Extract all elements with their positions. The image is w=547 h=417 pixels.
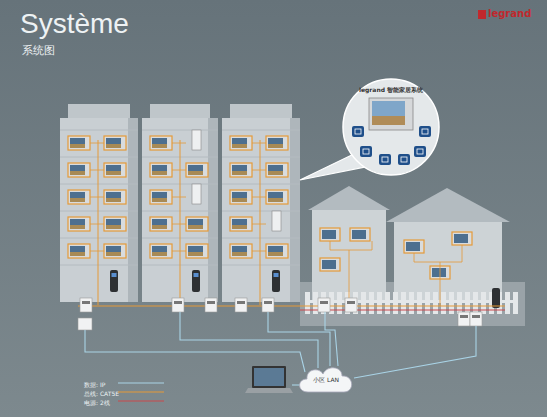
logo-mark <box>478 10 486 19</box>
legend-text: 电源: 2线 <box>84 399 118 408</box>
door-station <box>492 288 500 308</box>
node-text: 小区 LAN <box>296 376 356 385</box>
legend-row: 电源: 2线 <box>84 390 164 409</box>
node-text: legrand 智能家居系统 <box>342 86 440 95</box>
diagram-title: Système <box>20 8 129 40</box>
distribution-device <box>318 298 330 312</box>
line-sample <box>118 380 164 386</box>
apartment-building <box>222 104 300 305</box>
distribution-device <box>345 298 357 312</box>
power-supply <box>78 318 92 330</box>
wiring <box>78 250 505 310</box>
distribution-device <box>470 312 482 326</box>
legend-text: 数据: IP <box>84 381 118 390</box>
callout-bubble: legrand 智能家居系统 <box>342 78 440 176</box>
distribution-device <box>262 298 274 312</box>
subtitle-label: 系统图 <box>22 43 55 58</box>
distribution-device <box>458 312 470 326</box>
apartment-building <box>60 104 138 305</box>
line-sample <box>118 389 164 395</box>
network-lines <box>85 312 476 385</box>
line-sample <box>118 398 164 404</box>
legend-row: 总线: CAT5E <box>84 381 164 400</box>
distribution-device <box>205 298 217 312</box>
distribution-device <box>172 298 184 312</box>
distribution-device <box>235 298 247 312</box>
house-building <box>386 188 510 300</box>
distribution-device <box>80 298 92 312</box>
garden-fence <box>305 292 518 314</box>
brand-logo: legrand <box>488 8 531 19</box>
legend-text: 总线: CAT5E <box>84 390 118 399</box>
apartment-building <box>142 104 218 305</box>
laptop-computer <box>245 366 293 393</box>
legend-row: 数据: IP <box>84 372 164 391</box>
lan-cloud: 小区 LAN <box>296 364 356 394</box>
